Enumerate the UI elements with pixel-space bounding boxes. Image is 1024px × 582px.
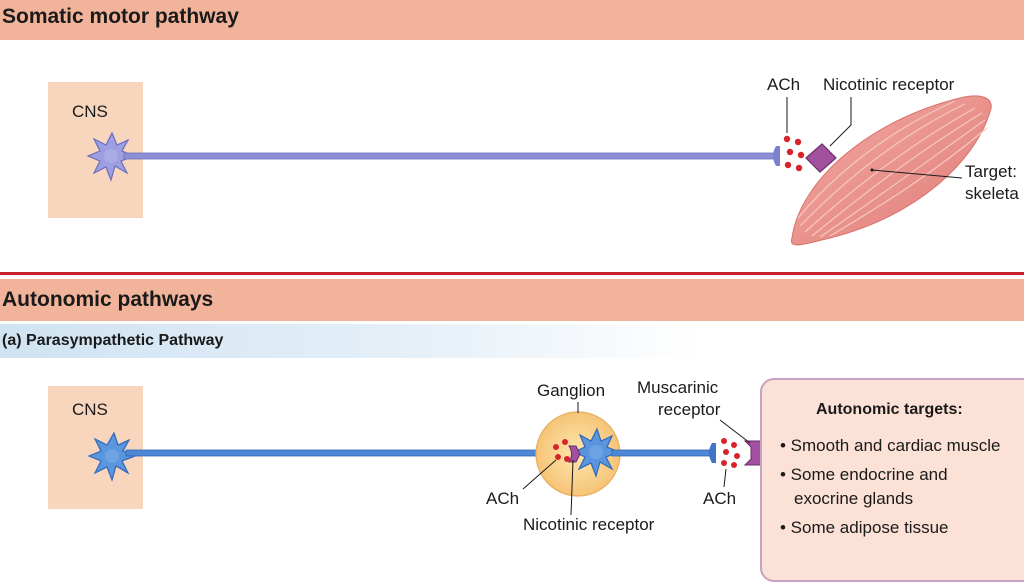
autonomic-title: Autonomic pathways — [2, 288, 214, 311]
ganglion-nicotinic-leader — [570, 459, 574, 516]
somatic-axon-terminal — [773, 146, 780, 166]
target-item-adipose: • Some adipose tissue — [780, 518, 949, 537]
para-preganglionic-axon — [125, 449, 543, 457]
para-preganglionic-soma — [87, 431, 137, 482]
muscarinic-label-1: Muscarinic — [637, 378, 719, 397]
somatic-header-band: Somatic motor pathway — [0, 0, 1024, 40]
ganglion-ach-label: ACh — [486, 489, 520, 508]
target-ach-label: ACh — [703, 489, 737, 508]
pathway-diagram — [48, 82, 992, 516]
para-postganglionic-axon — [611, 449, 713, 457]
ganglion-nicotinic-label: Nicotinic receptor — [523, 515, 655, 534]
ganglion-ach-dots — [553, 439, 570, 462]
somatic-title: Somatic motor pathway — [2, 5, 239, 28]
ganglion-nicotinic-receptor — [568, 445, 581, 463]
somatic-target-label-2: skeleta — [965, 184, 1019, 203]
target-ach-dots — [721, 438, 740, 468]
somatic-ach-label: ACh — [767, 75, 801, 94]
muscarinic-leader — [719, 419, 751, 444]
autonomic-targets-title: Autonomic targets: — [816, 401, 963, 418]
somatic-cns-label: CNS — [72, 102, 108, 121]
somatic-target-label-1: Target: — [965, 162, 1017, 181]
para-postganglionic-terminal — [709, 443, 716, 463]
somatic-target-leader — [871, 169, 963, 179]
autonomic-header-band: Autonomic pathways — [0, 279, 1024, 321]
somatic-neuron-soma — [86, 131, 136, 182]
somatic-ach-dots — [783, 135, 805, 172]
somatic-axon — [123, 152, 777, 160]
skeletal-muscle — [790, 95, 992, 246]
somatic-receptor-leader — [829, 97, 852, 147]
para-cns-label: CNS — [72, 400, 108, 419]
somatic-cns-box — [48, 82, 143, 218]
somatic-receptor-label: Nicotinic receptor — [823, 75, 955, 94]
section-divider — [0, 272, 1024, 275]
para-postganglionic-soma — [572, 427, 621, 478]
muscarinic-label-2: receptor — [658, 400, 721, 419]
somatic-nicotinic-receptor — [805, 143, 837, 173]
target-ach-leader — [723, 468, 727, 488]
target-item-exocrine: exocrine glands — [794, 489, 914, 508]
parasympathetic-subheader: (a) Parasympathetic Pathway — [0, 324, 700, 358]
parasympathetic-title: (a) Parasympathetic Pathway — [2, 332, 224, 349]
ganglion-ach-leader — [522, 459, 557, 490]
para-cns-box — [48, 386, 143, 509]
ganglion-label: Ganglion — [537, 381, 606, 400]
target-item-endocrine: • Some endocrine and — [780, 465, 948, 484]
target-item-smooth-cardiac: • Smooth and cardiac muscle — [780, 436, 1001, 455]
autonomic-targets-box: Autonomic targets: • Smooth and cardiac … — [760, 378, 1024, 582]
somatic-target-leader-dot — [870, 168, 874, 172]
